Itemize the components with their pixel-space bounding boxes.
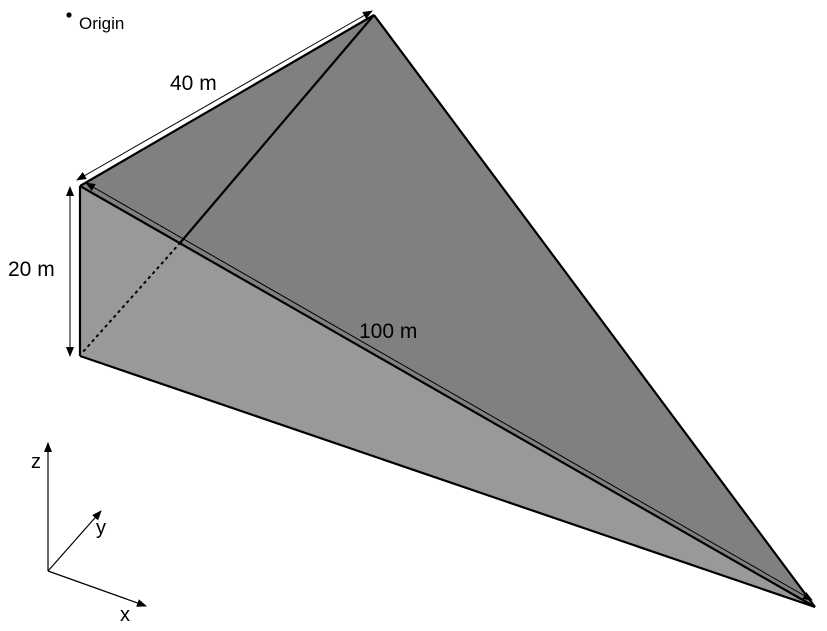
y-axis [47,510,102,572]
dimension-line-width [76,10,373,181]
length-label: 100 m [359,320,417,343]
height-label: 20 m [8,258,55,281]
z-axis-label: z [31,451,41,473]
origin-dot [66,12,72,18]
x-axis [47,570,147,607]
dimension-line-length [85,182,813,601]
y-axis-label: y [96,517,106,539]
x-axis-label: x [120,604,130,626]
origin-label: Origin [79,14,124,33]
axes-triad [44,442,147,607]
width-label: 40 m [170,72,217,95]
